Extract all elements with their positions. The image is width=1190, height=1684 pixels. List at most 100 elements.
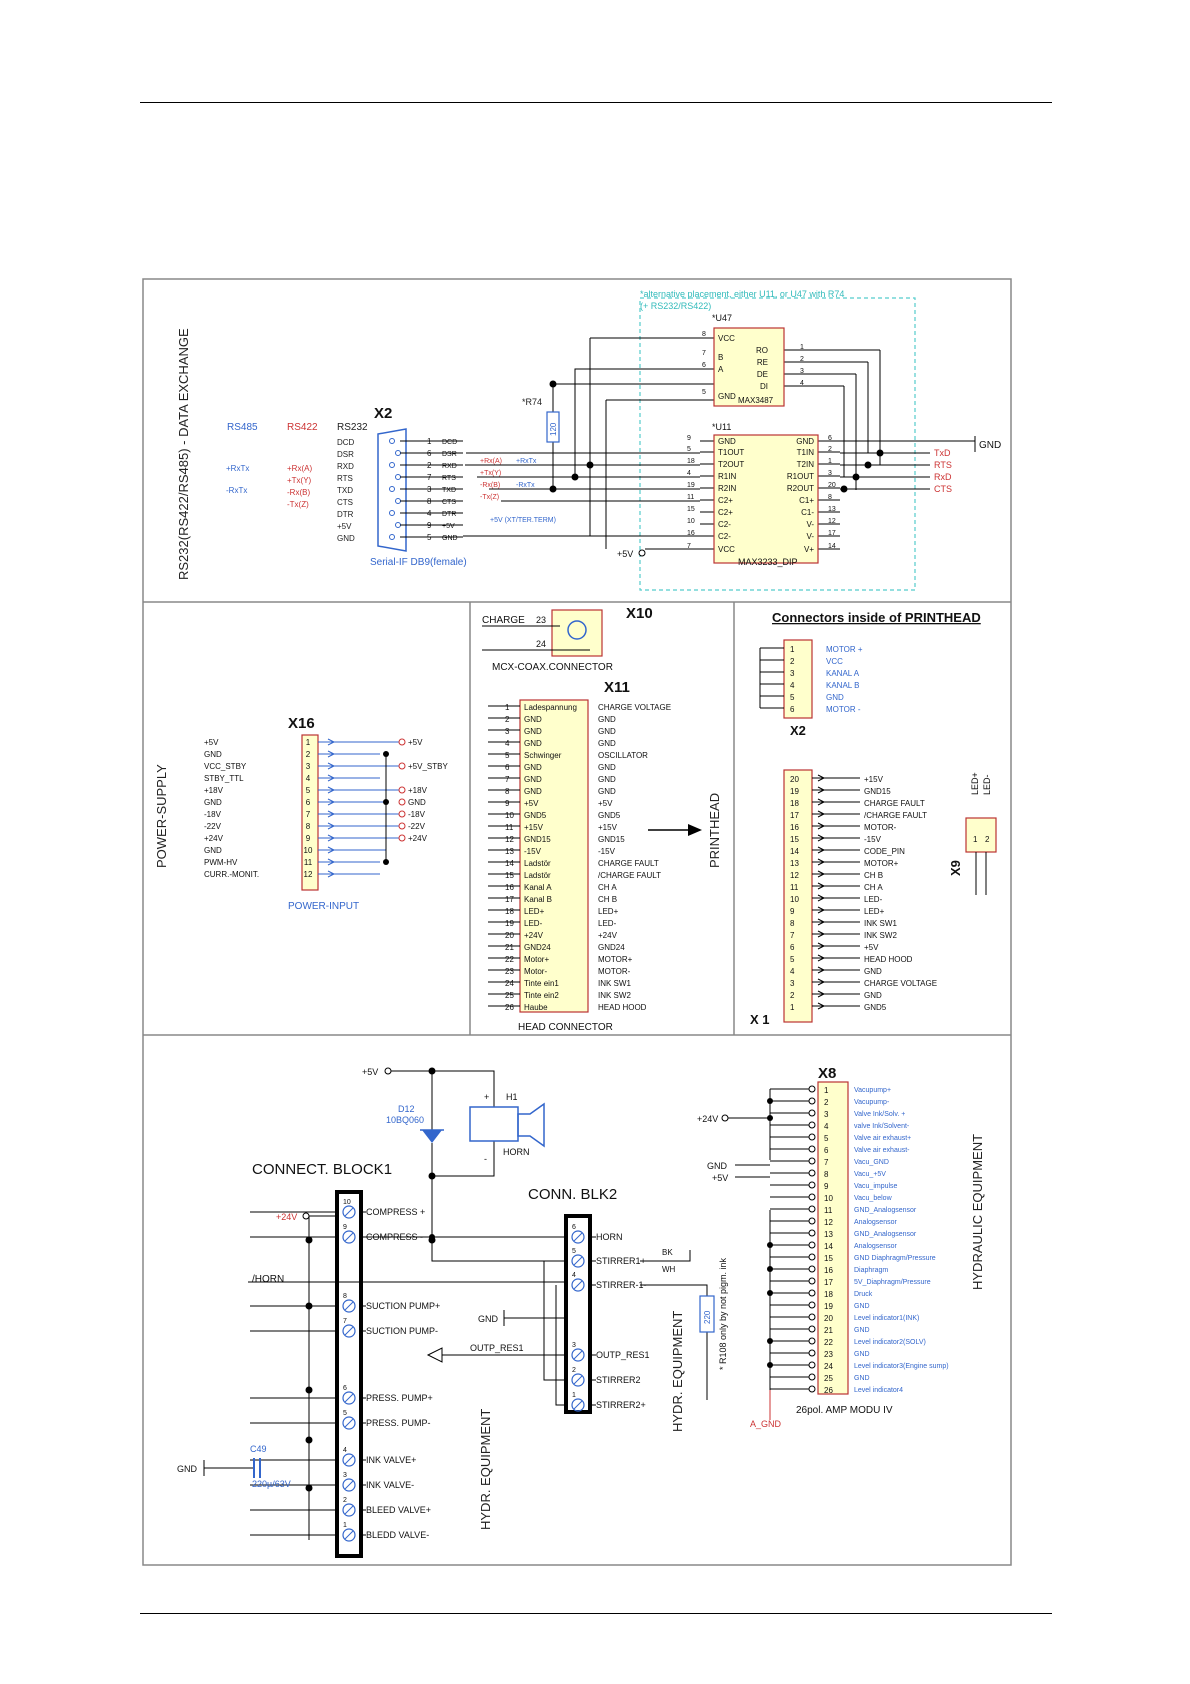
x16-pin-number: 10 [304, 846, 313, 855]
outp-net: OUTP_RES1 [470, 1343, 524, 1353]
x16-pin-number: 5 [306, 786, 311, 795]
connector-x1 [783, 769, 813, 1023]
u11-pin-number: 20 [828, 482, 836, 489]
x1-pin-number: 10 [790, 895, 799, 904]
screw-terminal-icon [571, 1230, 585, 1244]
x8-pin-icon [808, 1109, 816, 1117]
x1-signal: GND [864, 967, 882, 976]
cb2-label: OUTP_RES1 [596, 1350, 650, 1360]
x8-pin-icon [808, 1265, 816, 1273]
ph-x2-pin-number: 3 [790, 669, 795, 678]
db9-pin-icon [395, 522, 401, 528]
x11-inner-label: Kanal B [524, 895, 552, 904]
x8-pin-icon [808, 1241, 816, 1249]
pin-arrow-icon [817, 942, 826, 950]
x1-pin-number: 2 [790, 991, 795, 1000]
junction-dot [428, 1067, 436, 1075]
screw-terminal-icon [571, 1373, 585, 1387]
u47-pin-label: DE [757, 370, 768, 379]
vcc-label: +5V [617, 549, 633, 559]
screw-slot [344, 1232, 354, 1242]
x8-signal: Level indicator4 [854, 1387, 903, 1394]
junction-dot [864, 461, 872, 469]
u11-pin-label: C2- [718, 520, 731, 529]
rail-terminal-icon [398, 786, 406, 794]
u47-pin-label: RE [757, 358, 768, 367]
u47-pin-number: 1 [800, 344, 804, 351]
connector-x8 [817, 1081, 849, 1395]
u11-pin-label: VCC [718, 545, 735, 554]
x11-inner-label: Motor+ [524, 955, 549, 964]
x8-pin-icon [808, 1205, 816, 1213]
pin-arrow-icon [817, 798, 826, 806]
r-note: * R108 only by not pigm. ink [718, 1257, 728, 1370]
pin-arrow-icon [817, 858, 826, 866]
pin-arrow-icon [817, 774, 826, 782]
x8-pin-number: 17 [824, 1278, 833, 1287]
wire-label-group: +Rx(A)+RxTx+Tx(Y)-Rx(B)-RxTx-Tx(Z)+5V (X… [480, 458, 556, 524]
x16-signal: GND [204, 750, 222, 759]
screw-terminal-icon [571, 1398, 585, 1412]
rs232-label: RXD [337, 462, 354, 471]
u11-pin-label: C1- [801, 508, 814, 517]
d12-part: 10BQ060 [386, 1115, 424, 1125]
x16-signal: VCC_STBY [204, 762, 247, 771]
x1-pin-number: 4 [790, 967, 795, 976]
x1-pin-number: 7 [790, 931, 795, 940]
screw-slot [344, 1418, 354, 1428]
ph-x2-title: X2 [790, 723, 806, 738]
x8-pin-number: 13 [824, 1230, 833, 1239]
x8-pin-number: 16 [824, 1266, 833, 1275]
u11-pin-number: 1 [828, 458, 832, 465]
x8-pin-icon [808, 1385, 816, 1393]
panel1-title: RS232(RS422/RS485) - DATA EXCHANGE [176, 328, 191, 580]
stirrer-return [543, 1261, 566, 1381]
x8-pin-icon [808, 1361, 816, 1369]
pin-arrow-icon [817, 882, 826, 890]
x8-pin-number: 24 [824, 1362, 833, 1371]
x16-pin-number: 3 [306, 762, 311, 771]
u47-pin-label: DI [760, 382, 768, 391]
x16-signal: GND [204, 846, 222, 855]
x8-signal: Vacu_below [854, 1195, 893, 1202]
x8-pin-number: 2 [824, 1098, 829, 1107]
junction-dot [383, 859, 389, 865]
u11-pin-number: 15 [687, 506, 695, 513]
u47-pin-number: 6 [702, 362, 706, 369]
x16-signal: +24V [204, 834, 224, 843]
rs485-label: +RxTx [226, 464, 249, 473]
u11-pin-number: 3 [828, 470, 832, 477]
u11-pin-label: T1OUT [718, 448, 744, 457]
panel3-wiring [248, 1067, 566, 1540]
resistor-icon [699, 1295, 715, 1333]
junction-dot [549, 485, 557, 493]
hydr-label-2: HYDR. EQUIPMENT [478, 1409, 493, 1530]
x8-signal: valve Ink/Solvent- [854, 1123, 910, 1130]
x1-pin-number: 19 [790, 787, 799, 796]
x8-pin-number: 3 [824, 1110, 829, 1119]
x8-pin-icon [808, 1169, 816, 1177]
x11-outer-label: +24V [598, 931, 618, 940]
x8-pin-number: 10 [824, 1194, 833, 1203]
x16-pin-number: 7 [306, 810, 311, 819]
u11-pin-label: V+ [804, 545, 814, 554]
alt-note-2: (+ RS232/RS422) [640, 301, 711, 311]
junction-dot [767, 1266, 773, 1272]
x8-signal: Vacu_+5V [854, 1171, 886, 1178]
x1-signal: INK SW2 [864, 931, 897, 940]
x10-pin-2: 24 [536, 639, 546, 649]
x11-outer-label: OSCILLATOR [598, 751, 648, 760]
u11-pin-number: 10 [687, 518, 695, 525]
u47-pin-number: 8 [702, 331, 706, 338]
junction-dot [767, 1362, 773, 1368]
cb1-pin-number: 9 [343, 1224, 347, 1231]
x8-gnd: GND [707, 1161, 728, 1171]
x8-pin-icon [808, 1325, 816, 1333]
screw-slot [573, 1232, 583, 1242]
x11-pin-number: 26 [505, 1003, 514, 1012]
circuit-wire [431, 1141, 495, 1177]
x1-signal: CHARGE FAULT [864, 799, 925, 808]
u11-pin-label: R1OUT [787, 472, 814, 481]
x16-rail: +24V [408, 834, 428, 843]
x16-signal: STBY_TTL [204, 774, 244, 783]
